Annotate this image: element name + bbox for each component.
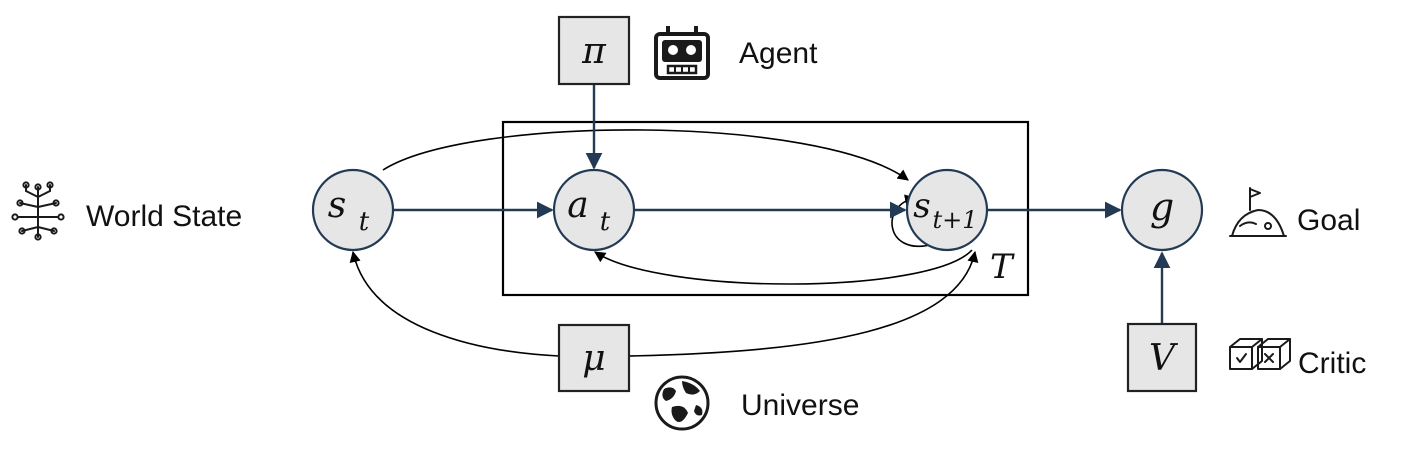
globe-icon [654, 375, 710, 431]
next-state-node [905, 168, 989, 252]
world-state-subscript: t [359, 207, 370, 237]
policy-factor-box [557, 15, 631, 86]
action-subscript: t [600, 207, 611, 237]
world-state-symbol: s [328, 185, 346, 226]
goal-node [1120, 168, 1204, 252]
edge-mu-to-st1 [628, 250, 979, 357]
next-state-symbol: s [913, 186, 930, 226]
policy-symbol: π [581, 31, 607, 72]
cubes-icon [1229, 338, 1291, 370]
goal-symbol: g [1150, 185, 1174, 229]
robot-icon [654, 26, 710, 80]
value-symbol: V [1149, 338, 1179, 379]
network-icon [11, 181, 65, 241]
world-state-node [311, 168, 395, 252]
value-factor-box [1126, 322, 1198, 393]
universe-symbol: μ [582, 338, 605, 379]
edge-st-to-st1-arc [382, 129, 909, 181]
plate-box [501, 120, 1030, 297]
edge-mu-to-st [349, 250, 560, 357]
critic-label: Critic [1298, 347, 1366, 380]
next-state-subscript: t+1 [932, 206, 977, 234]
agent-label: Agent [739, 37, 818, 70]
action-symbol: a [567, 185, 588, 226]
goal-label: Goal [1297, 204, 1360, 237]
universe-label: Universe [741, 389, 859, 422]
world-state-label: World State [86, 200, 242, 233]
flag-mountain-icon [1229, 187, 1287, 237]
universe-factor-box [557, 323, 631, 393]
action-node [552, 168, 636, 252]
plate-label: T [990, 247, 1015, 287]
edge-st1-to-at-arc [594, 249, 973, 285]
